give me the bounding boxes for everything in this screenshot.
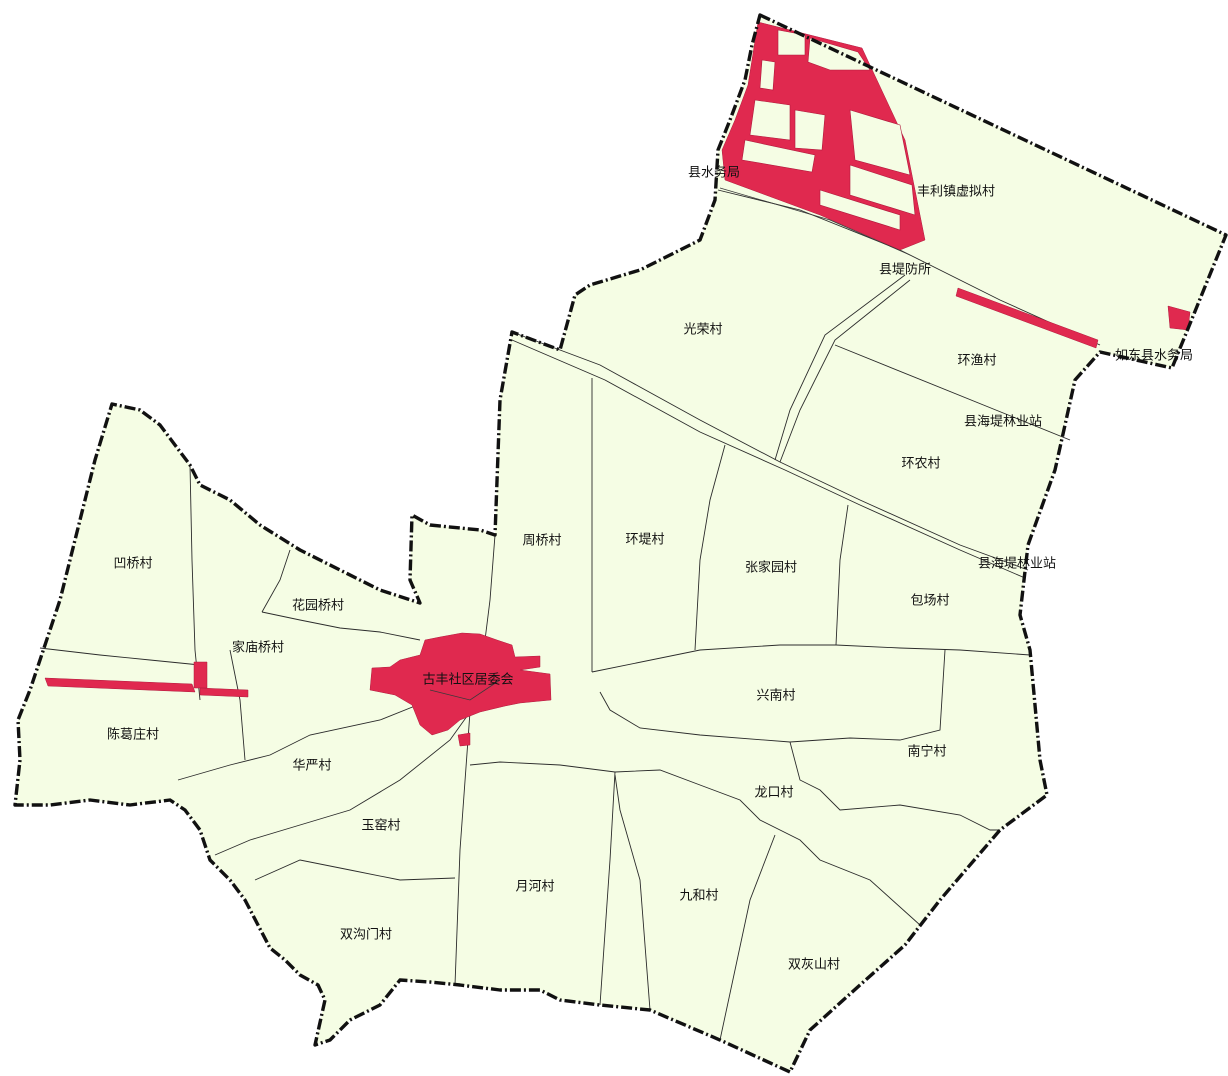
township-boundary bbox=[13, 13, 1228, 1074]
label-aoqiao: 凹桥村 bbox=[113, 557, 152, 572]
label-yuehe: 月河村 bbox=[515, 880, 554, 895]
label-zhangjiayuan: 张家园村 bbox=[745, 560, 797, 576]
label-rudong-shuiwuju: 如东县水务局 bbox=[1115, 348, 1193, 364]
built-up-north-gap-7 bbox=[741, 139, 816, 173]
label-jiuhe: 九和村 bbox=[679, 889, 718, 904]
label-huannong: 环农村 bbox=[901, 457, 940, 472]
village-boundaries bbox=[39, 189, 1101, 1041]
built-up-town-south bbox=[457, 732, 471, 747]
label-jiamiaoqiao: 家庙桥村 bbox=[232, 640, 284, 656]
label-yuyao: 玉窑村 bbox=[361, 818, 400, 834]
label-chengezhuang: 陈葛庄村 bbox=[107, 727, 159, 743]
township-land bbox=[15, 15, 1226, 1072]
built-up-west-strip bbox=[44, 677, 196, 693]
built-up-north-gap-8 bbox=[819, 189, 901, 231]
built-up-north-gap-5 bbox=[749, 99, 791, 141]
label-zhouqiao: 周桥村 bbox=[522, 534, 561, 549]
label-xingnan: 兴南村 bbox=[756, 688, 795, 704]
label-baochang: 包场村 bbox=[910, 594, 949, 609]
label-nanning: 南宁村 bbox=[907, 744, 946, 760]
built-up-north-gap-6 bbox=[794, 109, 826, 151]
label-huayuanqiao: 花园桥村 bbox=[292, 598, 344, 614]
label-huanyu: 环渔村 bbox=[957, 354, 996, 369]
road-lines bbox=[429, 187, 911, 701]
label-guangrong: 光荣村 bbox=[683, 323, 722, 338]
built-up-west-block-2 bbox=[199, 687, 249, 698]
label-difangsuo: 县堤防所 bbox=[879, 262, 931, 278]
built-up-west-block-1 bbox=[193, 661, 208, 689]
label-haidi-linye-2: 县海堤林业站 bbox=[978, 557, 1056, 572]
built-up-north-gap-4 bbox=[849, 164, 916, 216]
label-huayan: 华严村 bbox=[292, 759, 331, 774]
label-shuiwuju: 县水务局 bbox=[688, 165, 740, 181]
label-longkou: 龙口村 bbox=[754, 786, 793, 801]
built-up-coastal-strip bbox=[955, 287, 1099, 349]
built-up-north-gap-9 bbox=[759, 59, 776, 91]
label-gufeng-shequ: 古丰社区居委会 bbox=[422, 672, 513, 688]
built-up-north-gap-3 bbox=[849, 109, 911, 176]
label-fengli-xuni: 丰利镇虚拟村 bbox=[917, 185, 995, 200]
built-up-town-center bbox=[369, 632, 552, 736]
label-huandi: 环堤村 bbox=[625, 533, 664, 548]
label-shuanggoumen: 双沟门村 bbox=[340, 928, 392, 943]
label-shuanghuishan: 双灰山村 bbox=[788, 958, 840, 973]
label-haidi-linye-1: 县海堤林业站 bbox=[964, 415, 1042, 430]
built-up-north-gap-2 bbox=[807, 37, 871, 71]
place-labels: 县水务局 丰利镇虚拟村 县堤防所 光荣村 环渔村 如东县水务局 县海堤林业站 环… bbox=[107, 165, 1193, 973]
built-up-areas bbox=[44, 21, 1191, 747]
